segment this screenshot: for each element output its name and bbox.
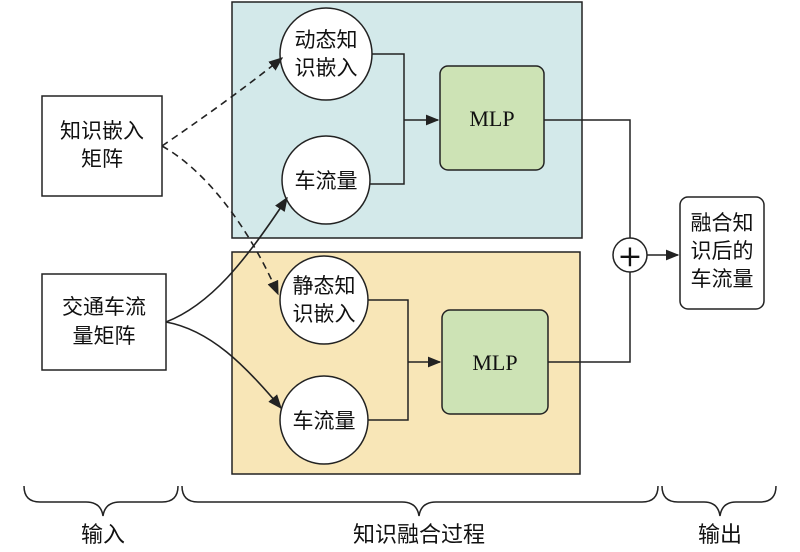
static-embedding-node: [279, 255, 369, 345]
dynamic-embedding-line2: 识嵌入: [295, 56, 358, 80]
output-line3: 车流量: [691, 267, 754, 291]
knowledge-matrix-box: [41, 95, 163, 197]
static-merge-line: [368, 299, 440, 421]
process-stage-brace: [181, 485, 659, 517]
traffic-to-dynamic-arrow: [165, 196, 288, 323]
stage-label-output: 输出: [698, 523, 742, 548]
dynamic-merge-line: [370, 53, 438, 185]
static-flow-label: 车流量: [293, 409, 356, 433]
dynamic-flow-label: 车流量: [295, 169, 358, 193]
dynamic-output-line: [544, 119, 631, 238]
output-line1: 融合知: [691, 211, 754, 235]
stage-label-input: 输入: [81, 523, 125, 548]
knowledge-to-static-arrow: [161, 145, 279, 296]
knowledge-to-dynamic-arrow: [161, 57, 284, 147]
output-box: [679, 196, 765, 310]
static-mlp-label: MLP: [472, 350, 517, 375]
traffic-matrix-line1: 交通车流: [62, 295, 146, 319]
dynamic-embedding-node: [279, 7, 373, 101]
dynamic-mlp-label: MLP: [469, 106, 514, 131]
dynamic-flow-node: [281, 135, 371, 225]
knowledge-matrix-line2: 矩阵: [81, 147, 123, 171]
output-stage-brace: [661, 485, 777, 517]
input-stage-brace: [23, 485, 179, 517]
knowledge-matrix-line1: 知识嵌入: [60, 119, 144, 143]
traffic-matrix-line2: 量矩阵: [73, 324, 136, 348]
stage-label-process: 知识融合过程: [353, 523, 485, 548]
traffic-to-static-arrow: [165, 321, 282, 410]
dynamic-embedding-line1: 动态知: [295, 28, 358, 52]
output-line2: 识后的: [691, 239, 754, 263]
fusion-plus-symbol: +: [617, 239, 642, 274]
static-output-line: [548, 272, 631, 363]
static-embedding-line1: 静态知: [293, 274, 356, 298]
traffic-matrix-box: [41, 273, 167, 371]
static-embedding-line2: 识嵌入: [293, 302, 356, 326]
